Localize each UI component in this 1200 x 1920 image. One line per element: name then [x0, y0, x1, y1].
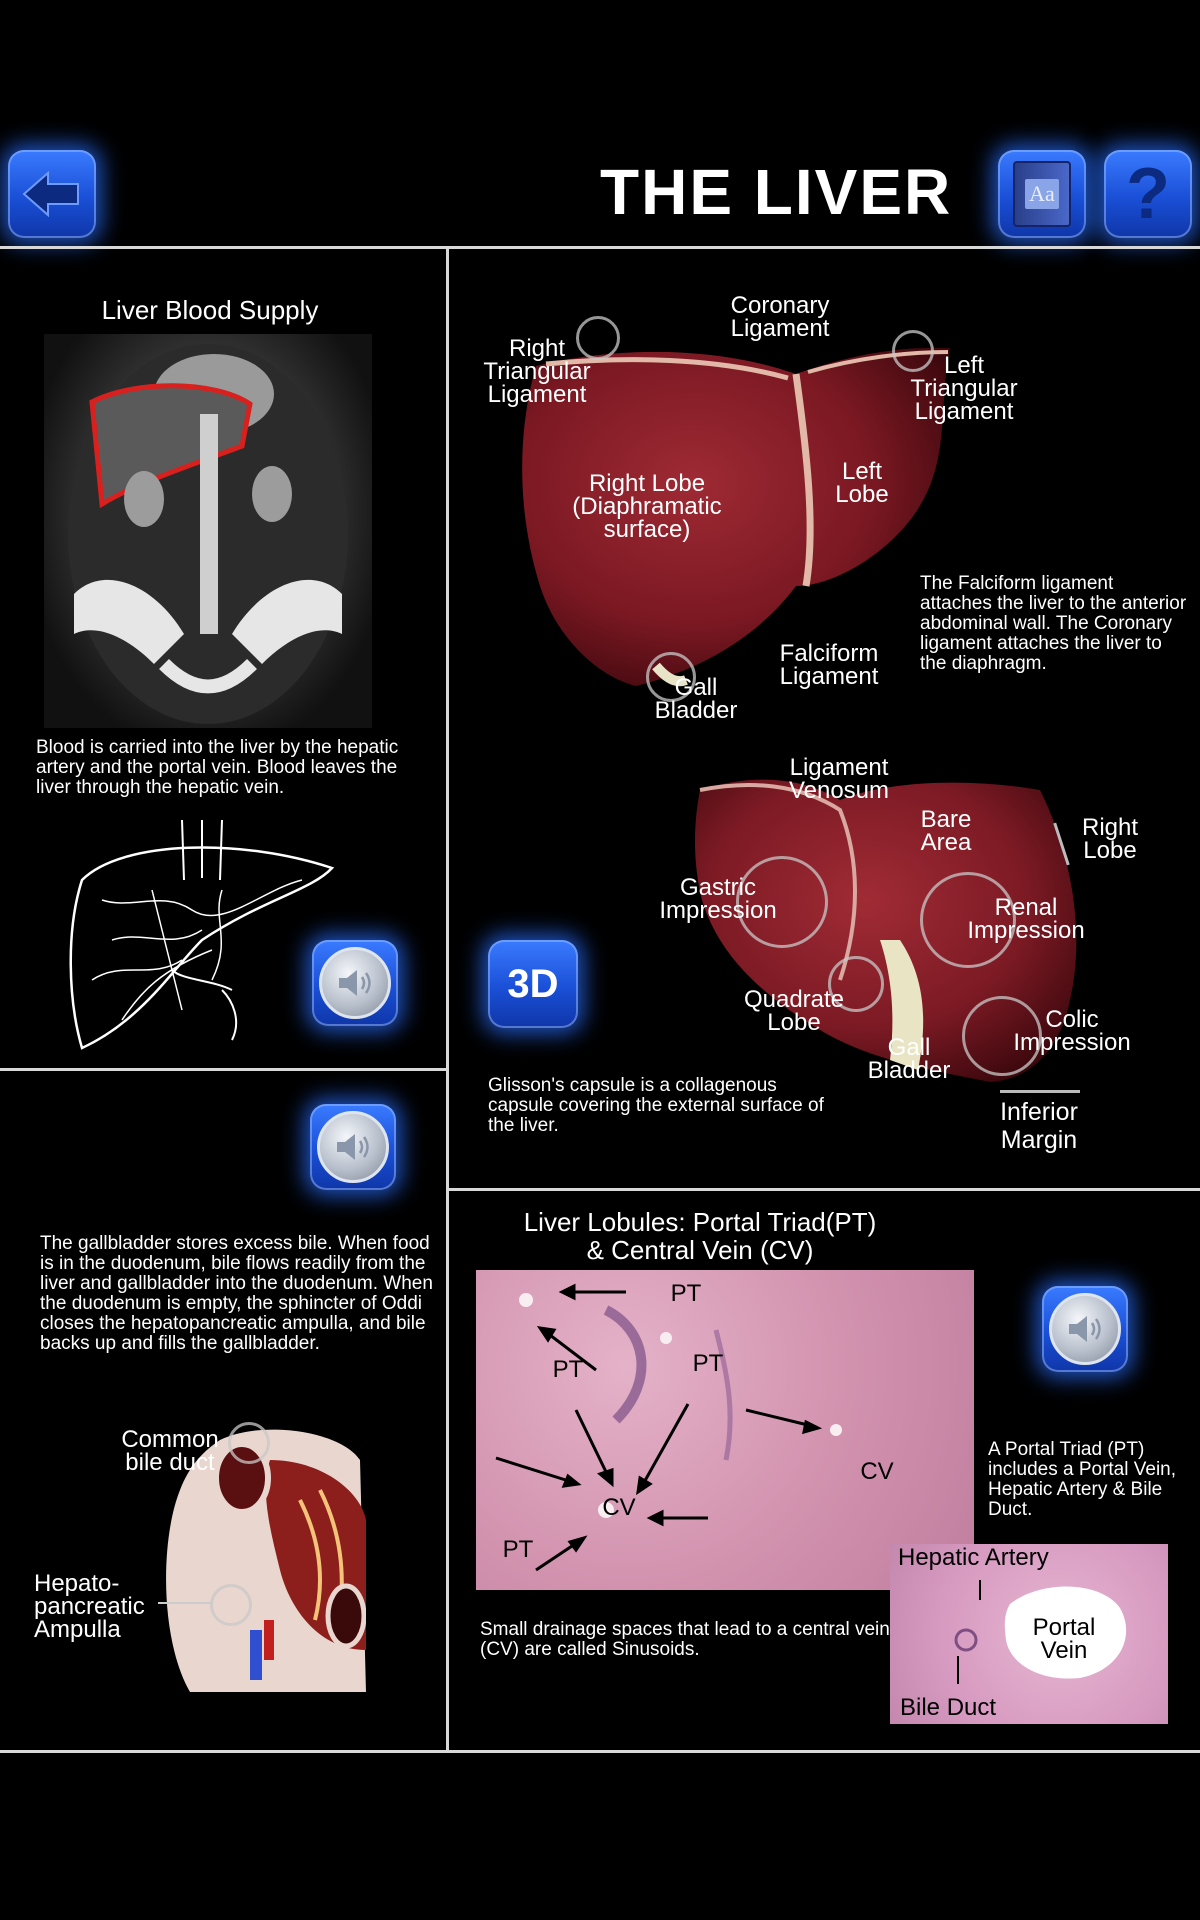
label-gall-bladder-anterior: Gall Bladder — [654, 674, 738, 724]
label-left-triangular-ligament: Left Triangular Ligament — [910, 352, 1018, 425]
audio-button-lobules[interactable] — [1042, 1286, 1128, 1372]
question-icon: ? — [1126, 154, 1170, 234]
gallbladder-description: The gallbladder stores excess bile. When… — [40, 1233, 433, 1354]
label-pt-2: PT — [552, 1356, 584, 1383]
speaker-icon — [1049, 1293, 1121, 1365]
renal-impression-marker — [920, 872, 1016, 968]
label-cv-1: CV — [602, 1494, 636, 1521]
right-triangular-marker — [576, 316, 620, 360]
gastric-impression-marker — [736, 856, 828, 948]
footer-divider — [0, 1750, 1200, 1753]
label-portal-vein: Portal Vein — [1032, 1614, 1096, 1664]
label-gall-bladder-posterior: Gall Bladder — [867, 1034, 951, 1084]
label-bile-duct: Bile Duct — [900, 1694, 997, 1721]
label-pt-4: PT — [502, 1536, 534, 1563]
ampulla-leader-line — [158, 1602, 212, 1604]
label-inferior-margin: Inferior Margin — [1000, 1098, 1078, 1154]
label-pt-3: PT — [692, 1350, 724, 1377]
sinusoids-description: Small drainage spaces that lead to a cen… — [480, 1619, 890, 1660]
audio-button-gallbladder[interactable] — [310, 1104, 396, 1190]
portal-triad-description: A Portal Triad (PT) includes a Portal Ve… — [988, 1439, 1177, 1520]
label-right-lobe-posterior: Right Lobe — [1081, 814, 1139, 864]
inferior-margin-line — [1000, 1090, 1080, 1093]
label-quadrate-lobe: Quadrate Lobe — [743, 986, 845, 1036]
label-coronary-ligament: Coronary Ligament — [730, 292, 830, 342]
label-bare-area: Bare Area — [920, 806, 972, 856]
speaker-icon — [317, 1111, 389, 1183]
histology-micrograph — [476, 1270, 974, 1590]
common-bile-duct-marker — [228, 1422, 270, 1464]
label-falciform-ligament: Falciform Ligament — [779, 640, 879, 690]
speaker-icon — [319, 947, 391, 1019]
colic-impression-marker — [962, 996, 1042, 1076]
label-renal-impression: Renal Impression — [967, 894, 1085, 944]
back-button[interactable] — [8, 150, 96, 238]
glossary-button[interactable]: Aa — [998, 150, 1086, 238]
audio-button-blood-supply[interactable] — [312, 940, 398, 1026]
liver-vessels-diagram — [62, 819, 340, 1052]
header-divider — [0, 246, 1200, 249]
label-ligament-venosum: Ligament Venosum — [788, 754, 890, 804]
glissons-capsule-description: Glisson's capsule is a collagenous capsu… — [488, 1075, 824, 1136]
duodenum-illustration — [150, 1420, 367, 1692]
portal-triad-inset — [890, 1544, 1168, 1724]
quadrate-lobe-marker — [828, 956, 884, 1012]
ct-scan-image — [44, 334, 372, 728]
ligament-description: The Falciform ligament attaches the live… — [920, 573, 1187, 674]
help-button[interactable]: ? — [1104, 150, 1192, 238]
label-left-lobe: Left Lobe — [835, 458, 889, 508]
3d-view-button[interactable]: 3D — [488, 940, 578, 1028]
arrow-left-icon — [22, 170, 79, 218]
label-pt-1: PT — [670, 1280, 702, 1307]
blood-supply-description: Blood is carried into the liver by the h… — [36, 737, 399, 798]
blood-supply-heading: Liver Blood Supply — [101, 295, 319, 325]
left-triangular-marker — [892, 330, 934, 372]
lobules-heading: Liver Lobules: Portal Triad(PT) & Centra… — [523, 1207, 877, 1265]
label-colic-impression: Colic Impression — [1013, 1006, 1131, 1056]
label-hepatic-artery: Hepatic Artery — [898, 1544, 1049, 1571]
left-panel-divider — [0, 1068, 446, 1071]
label-cv-2: CV — [860, 1458, 894, 1485]
gall-bladder-marker-anterior — [646, 652, 696, 702]
label-hepatopancreatic-ampulla: Hepato- pancreatic Ampulla — [34, 1570, 145, 1643]
page-title: THE LIVER — [600, 156, 953, 228]
right-panel-divider — [449, 1188, 1200, 1191]
label-right-triangular-ligament: Right Triangular Ligament — [483, 335, 591, 408]
ampulla-marker — [210, 1584, 252, 1626]
column-divider — [446, 246, 449, 1752]
book-icon: Aa — [1013, 161, 1071, 227]
label-common-bile-duct: Common bile duct — [121, 1426, 219, 1476]
label-gastric-impression: Gastric Impression — [659, 874, 777, 924]
label-right-lobe-diaphragmatic: Right Lobe (Diaphramatic surface) — [572, 470, 722, 543]
